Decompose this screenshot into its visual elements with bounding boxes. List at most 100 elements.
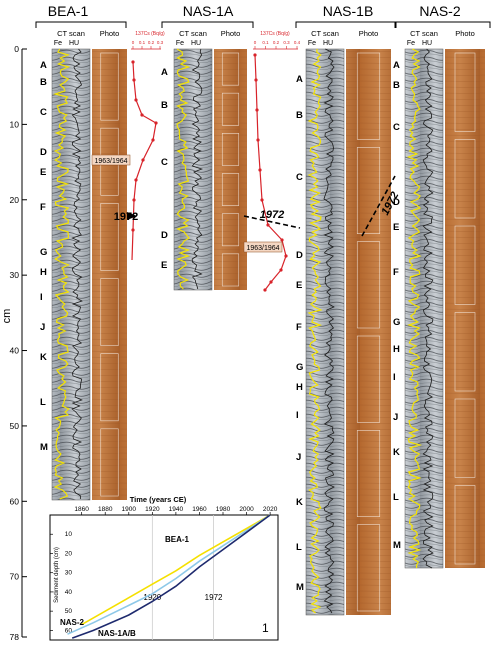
cs-tick-label: 0.2 xyxy=(148,40,155,45)
unit-label: I xyxy=(296,410,299,421)
photo-section-frame xyxy=(356,430,381,517)
depth-tick-label: 40 xyxy=(10,346,20,356)
unit-label: H xyxy=(393,344,400,355)
unit-label: K xyxy=(40,352,47,363)
inset-panel-number: 1 xyxy=(262,621,269,635)
unit-label: L xyxy=(296,542,302,553)
depth-tick-label: 30 xyxy=(10,270,20,280)
photo-section-frame xyxy=(100,52,119,121)
photo-section-frame xyxy=(356,147,381,234)
unit-label: H xyxy=(40,267,47,278)
inset-ytick-label: 30 xyxy=(65,570,73,577)
core-photo xyxy=(346,49,391,615)
fe-label: Fe xyxy=(407,40,415,47)
unit-label: D xyxy=(296,250,303,261)
ct-scan-label: CT scan xyxy=(57,29,85,38)
ct-scan-label: CT scan xyxy=(311,29,339,38)
unit-label: G xyxy=(296,362,303,373)
inset-series-label: NAS-2 xyxy=(60,618,85,627)
inset-ytick-label: 10 xyxy=(65,531,73,538)
ct-scan-label: CT scan xyxy=(410,29,438,38)
core-photo xyxy=(214,49,247,290)
unit-label: D xyxy=(40,147,47,158)
inset-ytick-label: 50 xyxy=(65,608,73,615)
photo-section-frame xyxy=(100,428,119,497)
inset-ylabel: Sediment depth (cm) xyxy=(54,547,60,603)
unit-label: D xyxy=(161,230,168,241)
unit-label: B xyxy=(393,80,400,91)
inset-series-label: NAS-1A/B xyxy=(98,629,136,638)
core-photo xyxy=(92,49,127,500)
cs-peak-label-nas1a: 1963/1964 xyxy=(246,245,279,252)
inset-grid-label: 1972 xyxy=(205,593,223,602)
inset-xtick-label: 1900 xyxy=(122,506,137,513)
depth-tick-label: 10 xyxy=(10,119,20,129)
hu-label: HU xyxy=(191,40,201,47)
core-header-bracket xyxy=(394,21,491,28)
depth-tick-label: 50 xyxy=(10,421,20,431)
fe-curve xyxy=(176,48,191,290)
ct-scan-label: CT scan xyxy=(179,29,207,38)
inset-xlabel: Time (years CE) xyxy=(130,495,187,504)
unit-label: E xyxy=(296,280,302,291)
cs-tick-label: 0.2 xyxy=(273,40,280,45)
depth-axis-unit: cm xyxy=(1,309,13,324)
hu-curve xyxy=(71,48,83,500)
core-header-bracket xyxy=(35,21,127,28)
cs-tick-label: 0.3 xyxy=(283,40,290,45)
core-name: NAS-1B xyxy=(323,3,374,19)
hu-curve xyxy=(422,48,434,569)
unit-label: C xyxy=(393,122,400,133)
inset-xtick-label: 1980 xyxy=(216,506,231,513)
photo-section-frame xyxy=(454,485,476,565)
cs-peak-label-bea1: 1963/1964 xyxy=(94,158,127,165)
inset-series-nas-2 xyxy=(67,514,271,635)
cs-axis-label-bea1: 137Cs (Bq/g) xyxy=(135,31,165,37)
depth-tick-label: 20 xyxy=(10,195,20,205)
unit-label: F xyxy=(296,322,302,333)
core-header-bracket xyxy=(161,21,254,28)
fe-label: Fe xyxy=(176,40,184,47)
photo-section-frame xyxy=(221,253,240,287)
marker-1972-label-nas1a: 1972 xyxy=(114,211,138,223)
inset-series-bea-1 xyxy=(81,514,271,626)
core-name: BEA-1 xyxy=(48,3,89,19)
depth-tick-label: 60 xyxy=(10,496,20,506)
inset-series-label: BEA-1 xyxy=(165,535,190,544)
unit-label: J xyxy=(296,452,301,463)
unit-label: K xyxy=(296,497,303,508)
fe-label: Fe xyxy=(308,40,316,47)
fe-label: Fe xyxy=(54,40,62,47)
inset-xtick-label: 2020 xyxy=(263,506,278,513)
inset-xtick-label: 1920 xyxy=(145,506,160,513)
photo-section-frame xyxy=(100,203,119,271)
unit-label: I xyxy=(40,292,43,303)
fe-curve xyxy=(406,48,423,568)
unit-label: H xyxy=(296,382,303,393)
unit-label: K xyxy=(393,447,400,458)
unit-label: J xyxy=(40,322,45,333)
ct-scan-image xyxy=(51,48,91,501)
photo-section-frame xyxy=(221,173,240,206)
inset-series-nas-1a-b xyxy=(71,514,271,639)
photo-section-frame xyxy=(356,524,381,612)
unit-label: B xyxy=(40,77,47,88)
unit-label: I xyxy=(393,372,396,383)
inset-xtick-label: 1940 xyxy=(169,506,184,513)
hu-curve xyxy=(191,48,204,290)
photo-section-frame xyxy=(454,52,476,132)
unit-label: A xyxy=(296,74,303,85)
unit-label: A xyxy=(40,60,47,71)
inset-xtick-label: 1880 xyxy=(98,506,113,513)
unit-label: E xyxy=(40,167,46,178)
inset-ytick-label: 20 xyxy=(65,550,73,557)
inset-xtick-label: 1860 xyxy=(74,506,89,513)
unit-label: B xyxy=(161,100,168,111)
core-name: NAS-2 xyxy=(419,3,460,19)
